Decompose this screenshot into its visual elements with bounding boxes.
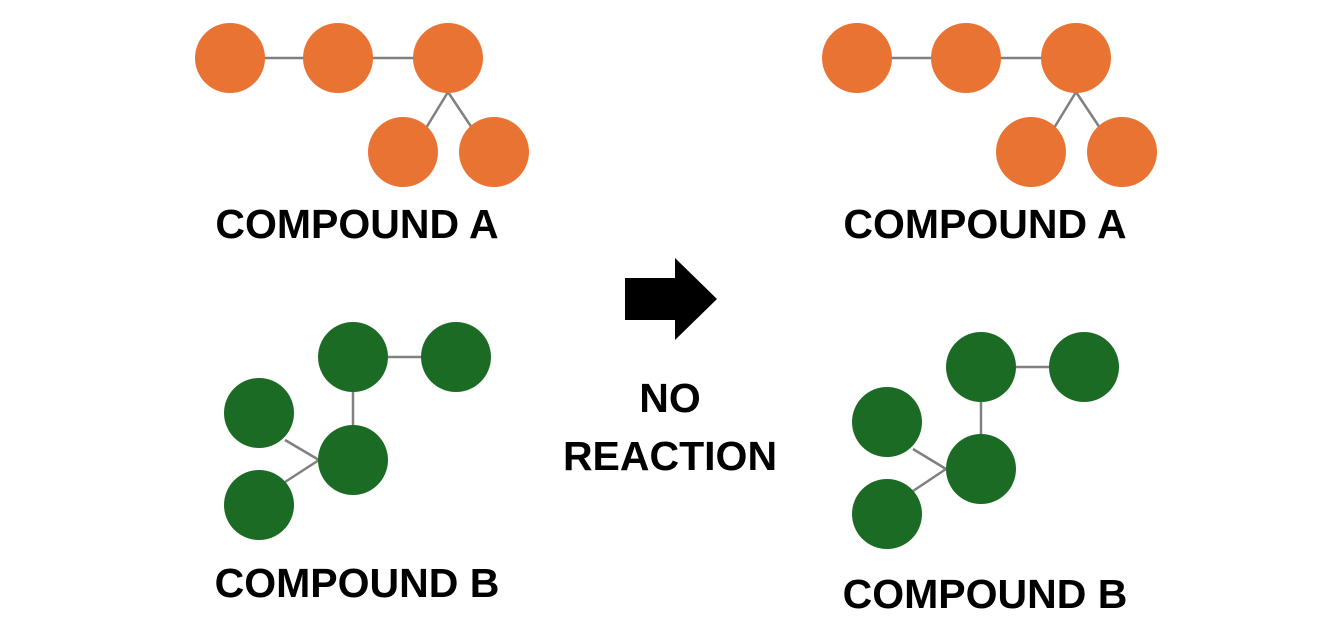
bond bbox=[912, 447, 947, 471]
atom-a bbox=[303, 23, 373, 93]
bond bbox=[284, 438, 320, 462]
bond bbox=[1052, 91, 1078, 129]
atom-a bbox=[459, 117, 529, 187]
atom-b bbox=[1049, 332, 1119, 402]
atom-b bbox=[318, 425, 388, 495]
bond bbox=[912, 467, 947, 493]
left-compound-b-molecule bbox=[224, 322, 491, 540]
bond bbox=[1074, 91, 1102, 129]
right-compound-b-label: COMPOUND B bbox=[843, 571, 1128, 617]
bond bbox=[284, 458, 320, 484]
left-compound-a-label: COMPOUND A bbox=[215, 201, 498, 247]
atom-b bbox=[852, 387, 922, 457]
bond bbox=[424, 91, 450, 129]
atom-b bbox=[224, 378, 294, 448]
left-compound-b-label: COMPOUND B bbox=[215, 560, 500, 606]
atom-b bbox=[421, 322, 491, 392]
atom-a bbox=[368, 117, 438, 187]
atom-b bbox=[852, 479, 922, 549]
atom-a bbox=[1041, 23, 1111, 93]
atom-b bbox=[946, 434, 1016, 504]
bond bbox=[446, 91, 474, 129]
atom-b bbox=[318, 322, 388, 392]
no-label: NO bbox=[639, 375, 701, 421]
left-compound-a-molecule bbox=[195, 23, 529, 187]
right-arrow-icon bbox=[625, 258, 717, 340]
atom-a bbox=[931, 23, 1001, 93]
right-compound-a-label: COMPOUND A bbox=[843, 201, 1126, 247]
atom-a bbox=[822, 23, 892, 93]
reaction-label: REACTION bbox=[563, 433, 777, 479]
atom-a bbox=[413, 23, 483, 93]
atom-b bbox=[224, 470, 294, 540]
atom-a bbox=[1087, 117, 1157, 187]
right-compound-a-molecule bbox=[822, 23, 1157, 187]
atom-b bbox=[946, 332, 1016, 402]
atom-a bbox=[195, 23, 265, 93]
right-compound-b-molecule bbox=[852, 332, 1119, 549]
atom-a bbox=[996, 117, 1066, 187]
